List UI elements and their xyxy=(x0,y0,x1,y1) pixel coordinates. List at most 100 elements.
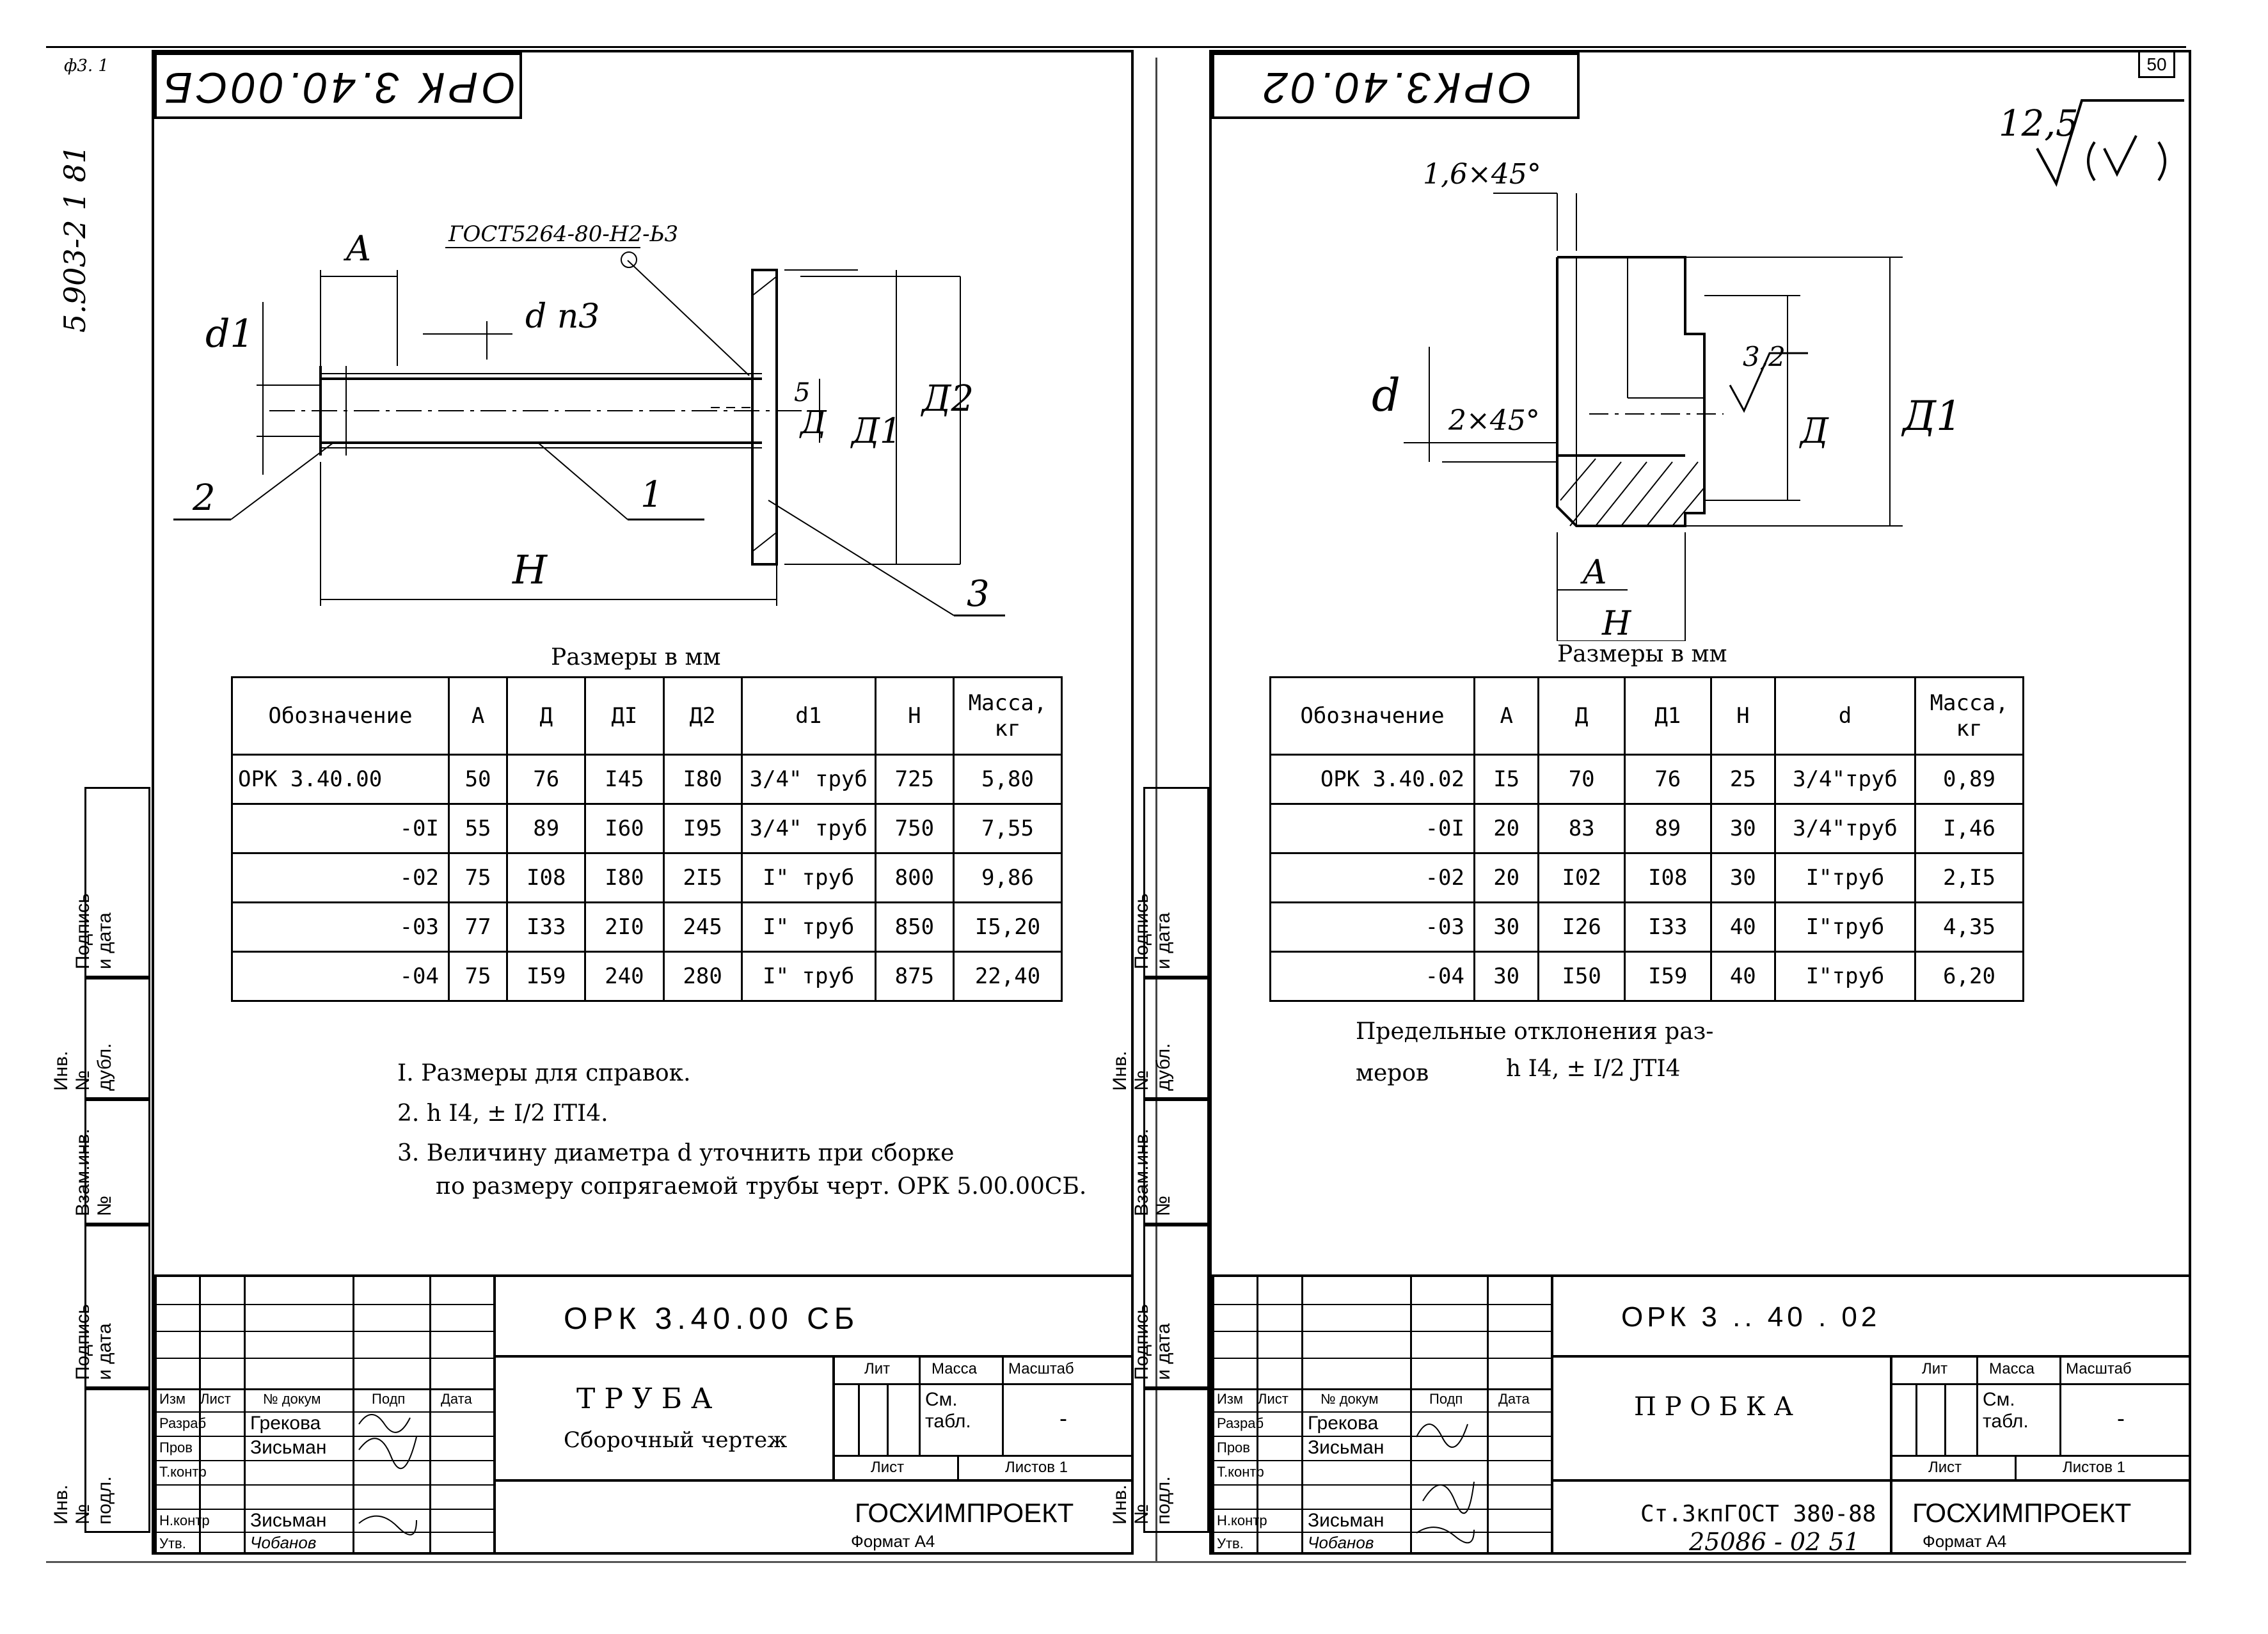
left-code-box: ОРК 3.40.00СБ xyxy=(154,52,522,119)
dim-A-label: A xyxy=(343,228,371,269)
cell: 22,40 xyxy=(953,951,1063,1002)
dim-H-label: Н xyxy=(1601,605,1632,641)
col-D: Д xyxy=(1537,676,1626,756)
cell: 40 xyxy=(1709,951,1777,1002)
dim-D1-label: Д1 xyxy=(850,411,901,451)
name-utv: Чобанов xyxy=(250,1533,317,1552)
col-D2: Д2 xyxy=(662,676,743,756)
roughness-symbol: 12,5 xyxy=(1999,99,2184,187)
cell: I5,20 xyxy=(953,901,1063,953)
right-title-block: Изм Лист № докум Подп Дата Разраб Пров Т… xyxy=(1212,1274,2191,1552)
strip-cell-orig-inv: Инв.№ подл. xyxy=(1109,1388,1209,1533)
cell: 245 xyxy=(662,901,743,953)
col-mass: Масса, кг xyxy=(1914,676,2024,756)
cell: 30 xyxy=(1473,901,1540,953)
hdr-sheets: Листов 1 xyxy=(2063,1459,2125,1476)
hdr-sheet: Лист xyxy=(871,1459,905,1476)
cell: -04 xyxy=(1269,951,1475,1002)
cell: 50 xyxy=(447,754,509,805)
roughness-value: 12,5 xyxy=(1999,103,2079,145)
strip-cell-orig-inv: Инв.№ подл. xyxy=(51,1388,150,1533)
right-org-name: ГОСХИМПРОЕКТ xyxy=(1912,1498,2132,1528)
col-A: А xyxy=(1473,676,1540,756)
cell: 77 xyxy=(447,901,509,953)
mass-value: См. табл. xyxy=(1983,1389,2029,1432)
cell: ОРК 3.40.00 xyxy=(231,754,450,805)
cell: 20 xyxy=(1473,803,1540,854)
cell: I59 xyxy=(1623,951,1712,1002)
left-title-block: Изм Лист № докум Подп Дата Разраб Пров Т… xyxy=(154,1274,1133,1552)
dim-D2-label: Д2 xyxy=(920,378,974,420)
page-bottom-line xyxy=(46,1561,2186,1563)
cell: 280 xyxy=(662,951,743,1002)
left-designation: ОРК 3.40.00 СБ xyxy=(564,1302,860,1336)
right-drawing-sheet: ОРК3.40.02 12,5 xyxy=(1209,50,2191,1555)
dim-d1-label: d1 xyxy=(205,312,255,356)
cell: -0I xyxy=(1269,803,1475,854)
cell: 30 xyxy=(1709,803,1777,854)
cell: 2I5 xyxy=(662,852,743,903)
dim-d-label: d xyxy=(1372,369,1400,422)
cell: 5,80 xyxy=(953,754,1063,805)
position-1-label: 1 xyxy=(640,474,663,516)
cell: 875 xyxy=(874,951,955,1002)
cell: I"труб xyxy=(1774,901,1916,953)
center-fold-line xyxy=(1155,58,1157,1561)
cell: 0,89 xyxy=(1914,754,2024,805)
dim-D-label: Д xyxy=(799,404,827,441)
cell: -02 xyxy=(1269,852,1475,903)
dim-H-label: Н xyxy=(512,546,548,593)
top-left-mark: ф3. 1 xyxy=(64,56,109,75)
right-code: ОРК3.40.02 xyxy=(1259,63,1532,112)
cell: 7,55 xyxy=(953,803,1063,854)
col-d: d xyxy=(1774,676,1916,756)
row-tkontr: Т.контр xyxy=(1217,1464,1264,1480)
strip-cell-sign-date-2: Подпись и дата xyxy=(72,1225,150,1388)
cell: 850 xyxy=(874,901,955,953)
row-utv: Утв. xyxy=(1217,1535,1244,1551)
left-note-3-cont: по размеру сопрягаемой трубы черт. ОРК 5… xyxy=(436,1173,1087,1200)
cell: 240 xyxy=(584,951,665,1002)
left-format-label: Формат А4 xyxy=(851,1532,935,1551)
cell: I45 xyxy=(584,754,665,805)
hdr-lit: Лит xyxy=(1922,1360,1948,1377)
hdr-mass: Масса xyxy=(1989,1360,2034,1377)
cell: 70 xyxy=(1537,754,1626,805)
dim-D1-label: Д1 xyxy=(1901,393,1962,440)
cell: 40 xyxy=(1709,901,1777,953)
right-part-name: П Р О Б К А xyxy=(1634,1392,1793,1422)
cell: -02 xyxy=(231,852,450,903)
cell: 2I0 xyxy=(584,901,665,953)
cell: I26 xyxy=(1537,901,1626,953)
scale-value: - xyxy=(1059,1405,1067,1431)
cell: I80 xyxy=(584,852,665,903)
cell: 25 xyxy=(1709,754,1777,805)
strip-cell-sign-date-2: Подпись и дата xyxy=(1131,1225,1209,1388)
cell: I50 xyxy=(1537,951,1626,1002)
left-code: ОРК 3.40.00СБ xyxy=(160,63,516,112)
col-designation: Обозначение xyxy=(1269,676,1475,756)
strip-cell-sign-date: Подпись и дата xyxy=(72,787,150,978)
cell: 89 xyxy=(1623,803,1712,854)
cell: 89 xyxy=(506,803,587,854)
row-tkontr: Т.контр xyxy=(159,1464,207,1480)
cell: I,46 xyxy=(1914,803,2024,854)
hdr-sheets: Листов 1 xyxy=(1005,1459,1068,1476)
page-top-line xyxy=(46,46,2186,48)
cell: 2,I5 xyxy=(1914,852,2024,903)
cell: I02 xyxy=(1537,852,1626,903)
name-prov: Зисьман xyxy=(1308,1437,1384,1458)
right-table-caption: Размеры в мм xyxy=(1557,641,1727,667)
roughness-32-label: 3,2 xyxy=(1743,341,1786,372)
table-header-row: Обозначение А Д ДI Д2 d1 Н Масса, кг xyxy=(231,676,1063,756)
position-2-label: 2 xyxy=(192,477,216,519)
dim-D-label: Д xyxy=(1799,411,1829,451)
pipe-assembly-drawing: A ГОСТ5264-80-Н2-Ь3 d п3 d1 5 Д Д1 Д2 Н … xyxy=(173,221,1005,617)
cell: 30 xyxy=(1709,852,1777,903)
hdr-date: Дата xyxy=(1498,1391,1530,1407)
